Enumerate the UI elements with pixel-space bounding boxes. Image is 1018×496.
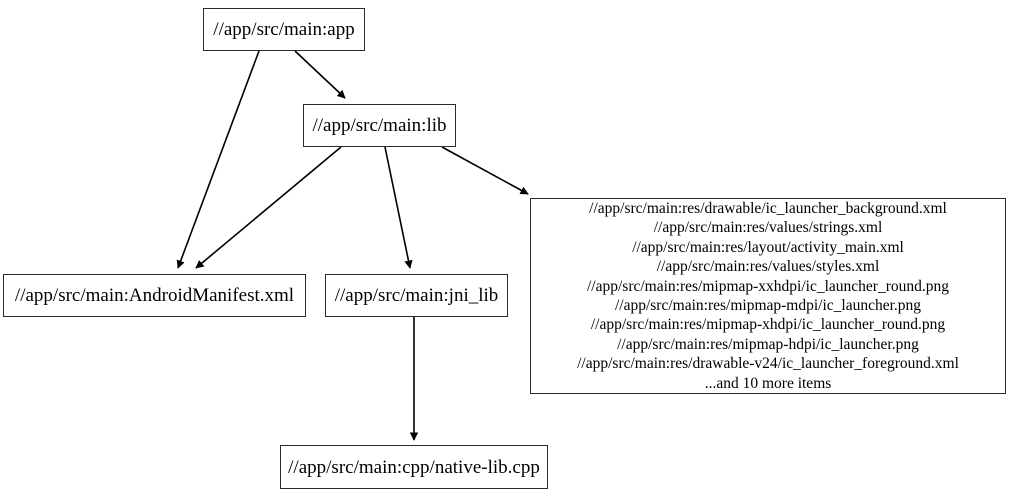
resources-line-7: //app/src/main:res/mipmap-hdpi/ic_launch… — [617, 335, 919, 353]
node-resources-group-label: //app/src/main:res/drawable/ic_launcher_… — [577, 199, 959, 393]
node-app-label: //app/src/main:app — [213, 19, 355, 40]
node-jni-lib[interactable]: //app/src/main:jni_lib — [325, 274, 508, 317]
node-lib-label: //app/src/main:lib — [312, 115, 447, 136]
resources-line-4: //app/src/main:res/mipmap-xxhdpi/ic_laun… — [586, 277, 949, 295]
resources-line-0: //app/src/main:res/drawable/ic_launcher_… — [589, 199, 947, 217]
node-native-lib-cpp[interactable]: //app/src/main:cpp/native-lib.cpp — [280, 445, 548, 489]
node-android-manifest[interactable]: //app/src/main:AndroidManifest.xml — [3, 274, 306, 317]
resources-line-2: //app/src/main:res/layout/activity_main.… — [632, 238, 904, 256]
node-app[interactable]: //app/src/main:app — [203, 8, 365, 51]
resources-line-5: //app/src/main:res/mipmap-mdpi/ic_launch… — [614, 297, 922, 314]
resources-line-9: ...and 10 more items — [704, 374, 832, 392]
edge-lib-to-resources — [441, 146, 529, 195]
node-native-lib-cpp-label: //app/src/main:cpp/native-lib.cpp — [288, 456, 540, 478]
resources-line-8: //app/src/main:res/drawable-v24/ic_launc… — [577, 355, 959, 373]
resources-line-3: //app/src/main:res/values/styles.xml — [656, 258, 880, 276]
node-resources-group[interactable]: //app/src/main:res/drawable/ic_launcher_… — [530, 198, 1006, 394]
edge-lib-to-manifest — [195, 146, 342, 269]
node-jni-lib-label: //app/src/main:jni_lib — [334, 285, 499, 306]
node-android-manifest-label: //app/src/main:AndroidManifest.xml — [14, 285, 295, 306]
edge-lib-to-jni-lib — [384, 146, 413, 269]
edge-app-to-manifest — [176, 50, 260, 269]
edge-app-to-lib — [294, 50, 346, 99]
node-lib[interactable]: //app/src/main:lib — [303, 104, 456, 147]
resources-line-1: //app/src/main:res/values/strings.xml — [653, 219, 883, 237]
resources-line-6: //app/src/main:res/mipmap-xhdpi/ic_launc… — [590, 316, 946, 334]
